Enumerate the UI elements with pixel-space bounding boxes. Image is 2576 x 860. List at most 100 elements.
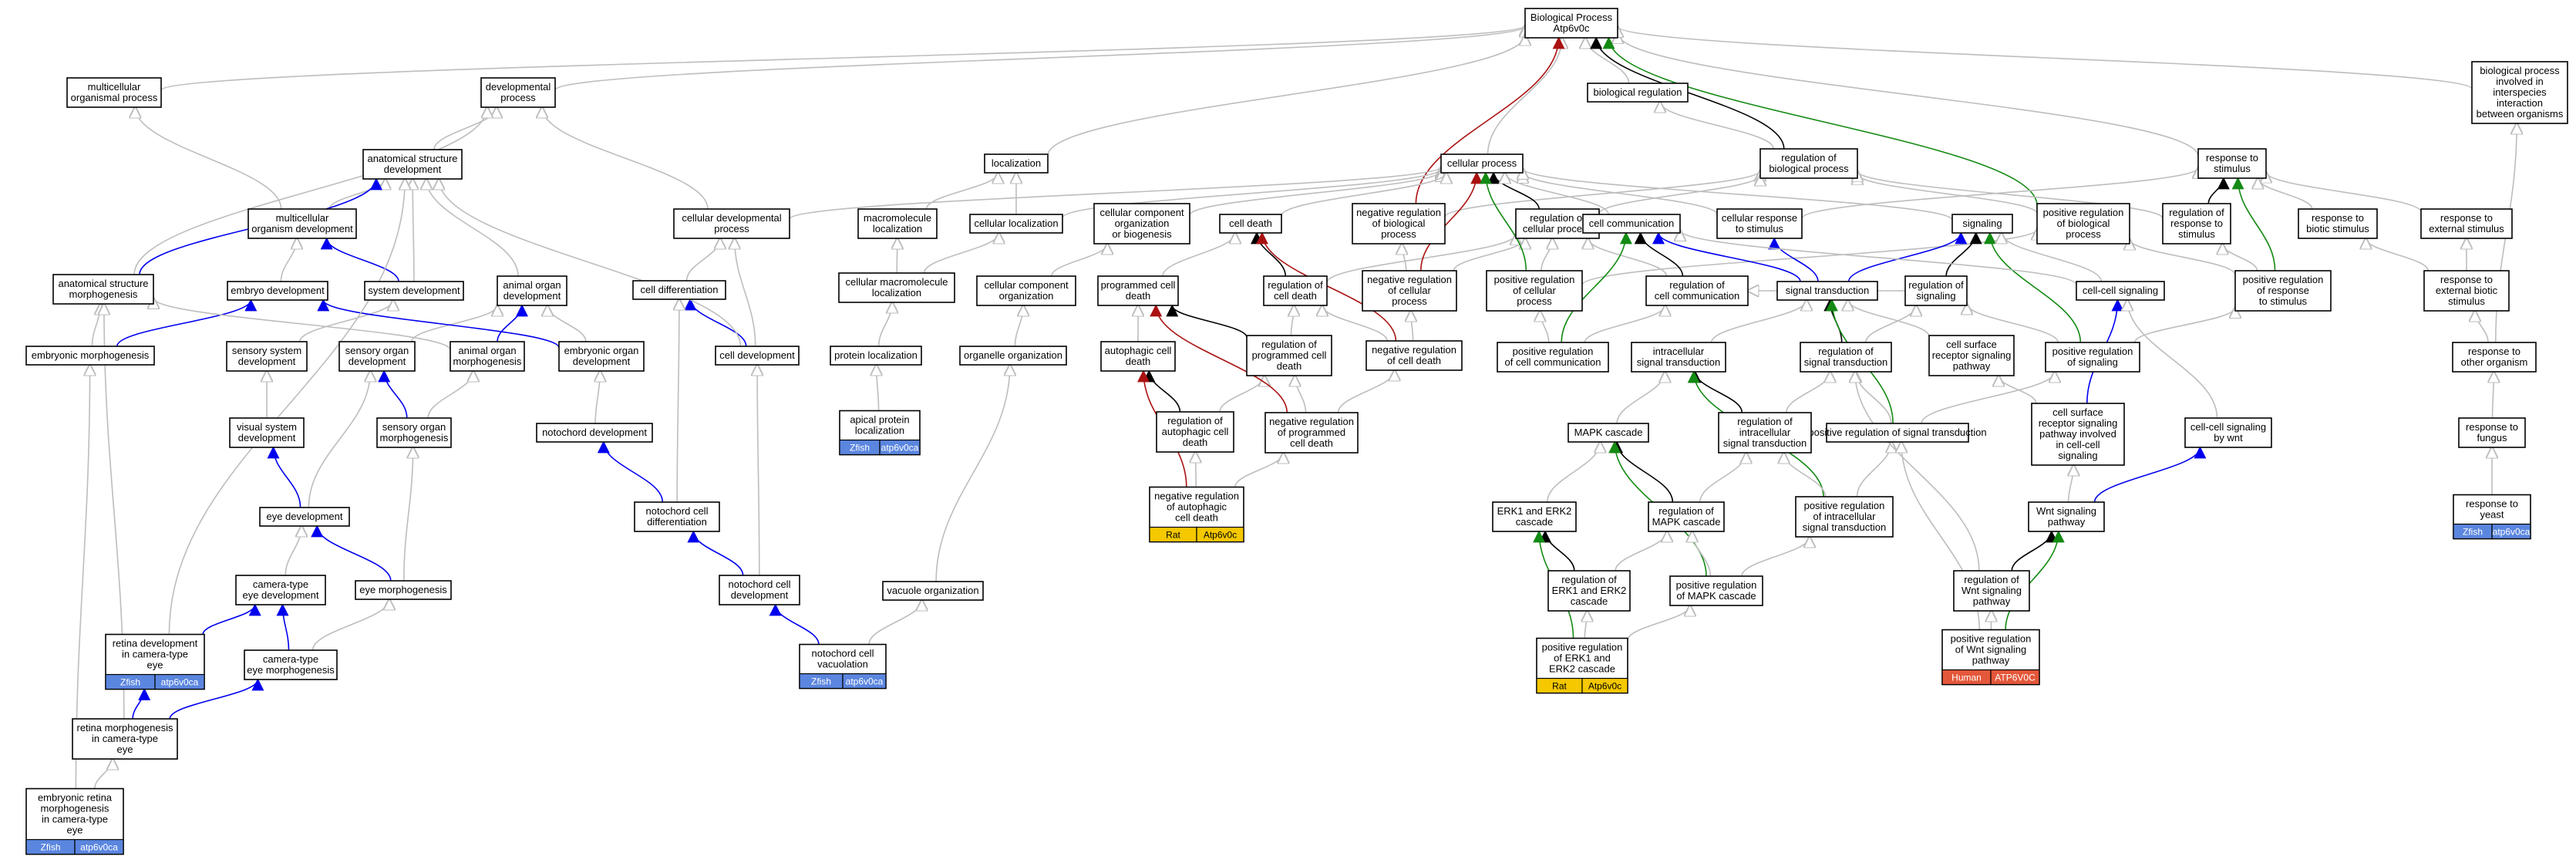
node-box[interactable]: [1904, 275, 1968, 306]
go-term-node-system-dev[interactable]: system development: [364, 281, 464, 301]
node-box[interactable]: [976, 275, 1076, 306]
node-box[interactable]: [719, 575, 800, 605]
go-term-node-eye-dev[interactable]: eye development: [259, 507, 350, 527]
node-box[interactable]: [1100, 341, 1176, 372]
node-box[interactable]: [1795, 496, 1894, 538]
node-box[interactable]: [1547, 570, 1631, 612]
go-term-node-notochord-dev[interactable]: notochord development: [536, 423, 653, 443]
node-box[interactable]: [72, 718, 178, 760]
node-box[interactable]: [1776, 281, 1878, 301]
node-box[interactable]: [1497, 342, 1609, 373]
node-box[interactable]: [882, 581, 984, 601]
go-term-node-vacuole-org[interactable]: vacuole organization: [882, 581, 984, 601]
node-box[interactable]: [1567, 423, 1649, 443]
go-term-node-cell-comm[interactable]: cell communication: [1582, 214, 1681, 234]
node-box[interactable]: [1587, 83, 1689, 103]
node-box[interactable]: [1716, 208, 1803, 239]
go-term-node-protein-loc[interactable]: protein localization: [830, 346, 922, 366]
node-box[interactable]: [1645, 275, 1749, 306]
go-term-node-cellular-process[interactable]: cellular process: [1440, 153, 1524, 174]
node-box[interactable]: [1263, 275, 1328, 306]
node-box[interactable]: [227, 281, 328, 301]
node-box[interactable]: [497, 275, 567, 306]
node-box[interactable]: [2162, 203, 2231, 245]
node-box[interactable]: [259, 507, 350, 527]
node-box[interactable]: [1669, 575, 1763, 606]
go-term-node-localization[interactable]: localization: [984, 153, 1049, 174]
node-box[interactable]: [632, 280, 726, 300]
go-term-node-mapk[interactable]: MAPK cascade: [1567, 423, 1649, 443]
go-term-node-cell-diff[interactable]: cell differentiation: [632, 280, 726, 300]
node-box[interactable]: [984, 153, 1049, 174]
node-box[interactable]: [1826, 423, 1969, 443]
node-box[interactable]: [715, 346, 800, 366]
node-box[interactable]: [226, 341, 308, 372]
node-box[interactable]: [2184, 417, 2272, 448]
node-box[interactable]: [1953, 570, 2030, 612]
node-box[interactable]: [1156, 411, 1234, 453]
node-box[interactable]: [355, 580, 452, 600]
node-box[interactable]: [66, 77, 162, 108]
go-term-node-cc-signaling[interactable]: cell-cell signaling: [2076, 281, 2165, 301]
node-box[interactable]: [235, 575, 326, 605]
go-term-node-signaling[interactable]: signaling: [1951, 214, 2013, 234]
go-term-node-embryonic-morph[interactable]: embryonic morphogenesis: [25, 346, 155, 366]
node-box[interactable]: [2298, 208, 2378, 239]
node-box[interactable]: [25, 346, 155, 366]
node-box[interactable]: [634, 501, 720, 532]
node-box[interactable]: [480, 77, 556, 108]
node-box[interactable]: [2420, 208, 2513, 239]
go-term-node-cell-death[interactable]: cell death: [1219, 214, 1282, 234]
node-box[interactable]: [1440, 153, 1524, 174]
node-box[interactable]: [1486, 270, 1583, 312]
node-box[interactable]: [1352, 203, 1446, 245]
go-term-node-bio-reg[interactable]: biological regulation: [1587, 83, 1689, 103]
node-box[interactable]: [338, 341, 416, 372]
node-box[interactable]: [1492, 501, 1577, 532]
node-box[interactable]: [1951, 214, 2013, 234]
node-box[interactable]: [247, 208, 357, 239]
node-box[interactable]: [2028, 501, 2105, 532]
node-box[interactable]: [838, 272, 955, 303]
node-box[interactable]: [2197, 148, 2267, 179]
node-box[interactable]: [229, 417, 305, 448]
node-box[interactable]: [1365, 340, 1463, 371]
node-box[interactable]: [2045, 342, 2140, 373]
node-box[interactable]: [1246, 335, 1332, 376]
